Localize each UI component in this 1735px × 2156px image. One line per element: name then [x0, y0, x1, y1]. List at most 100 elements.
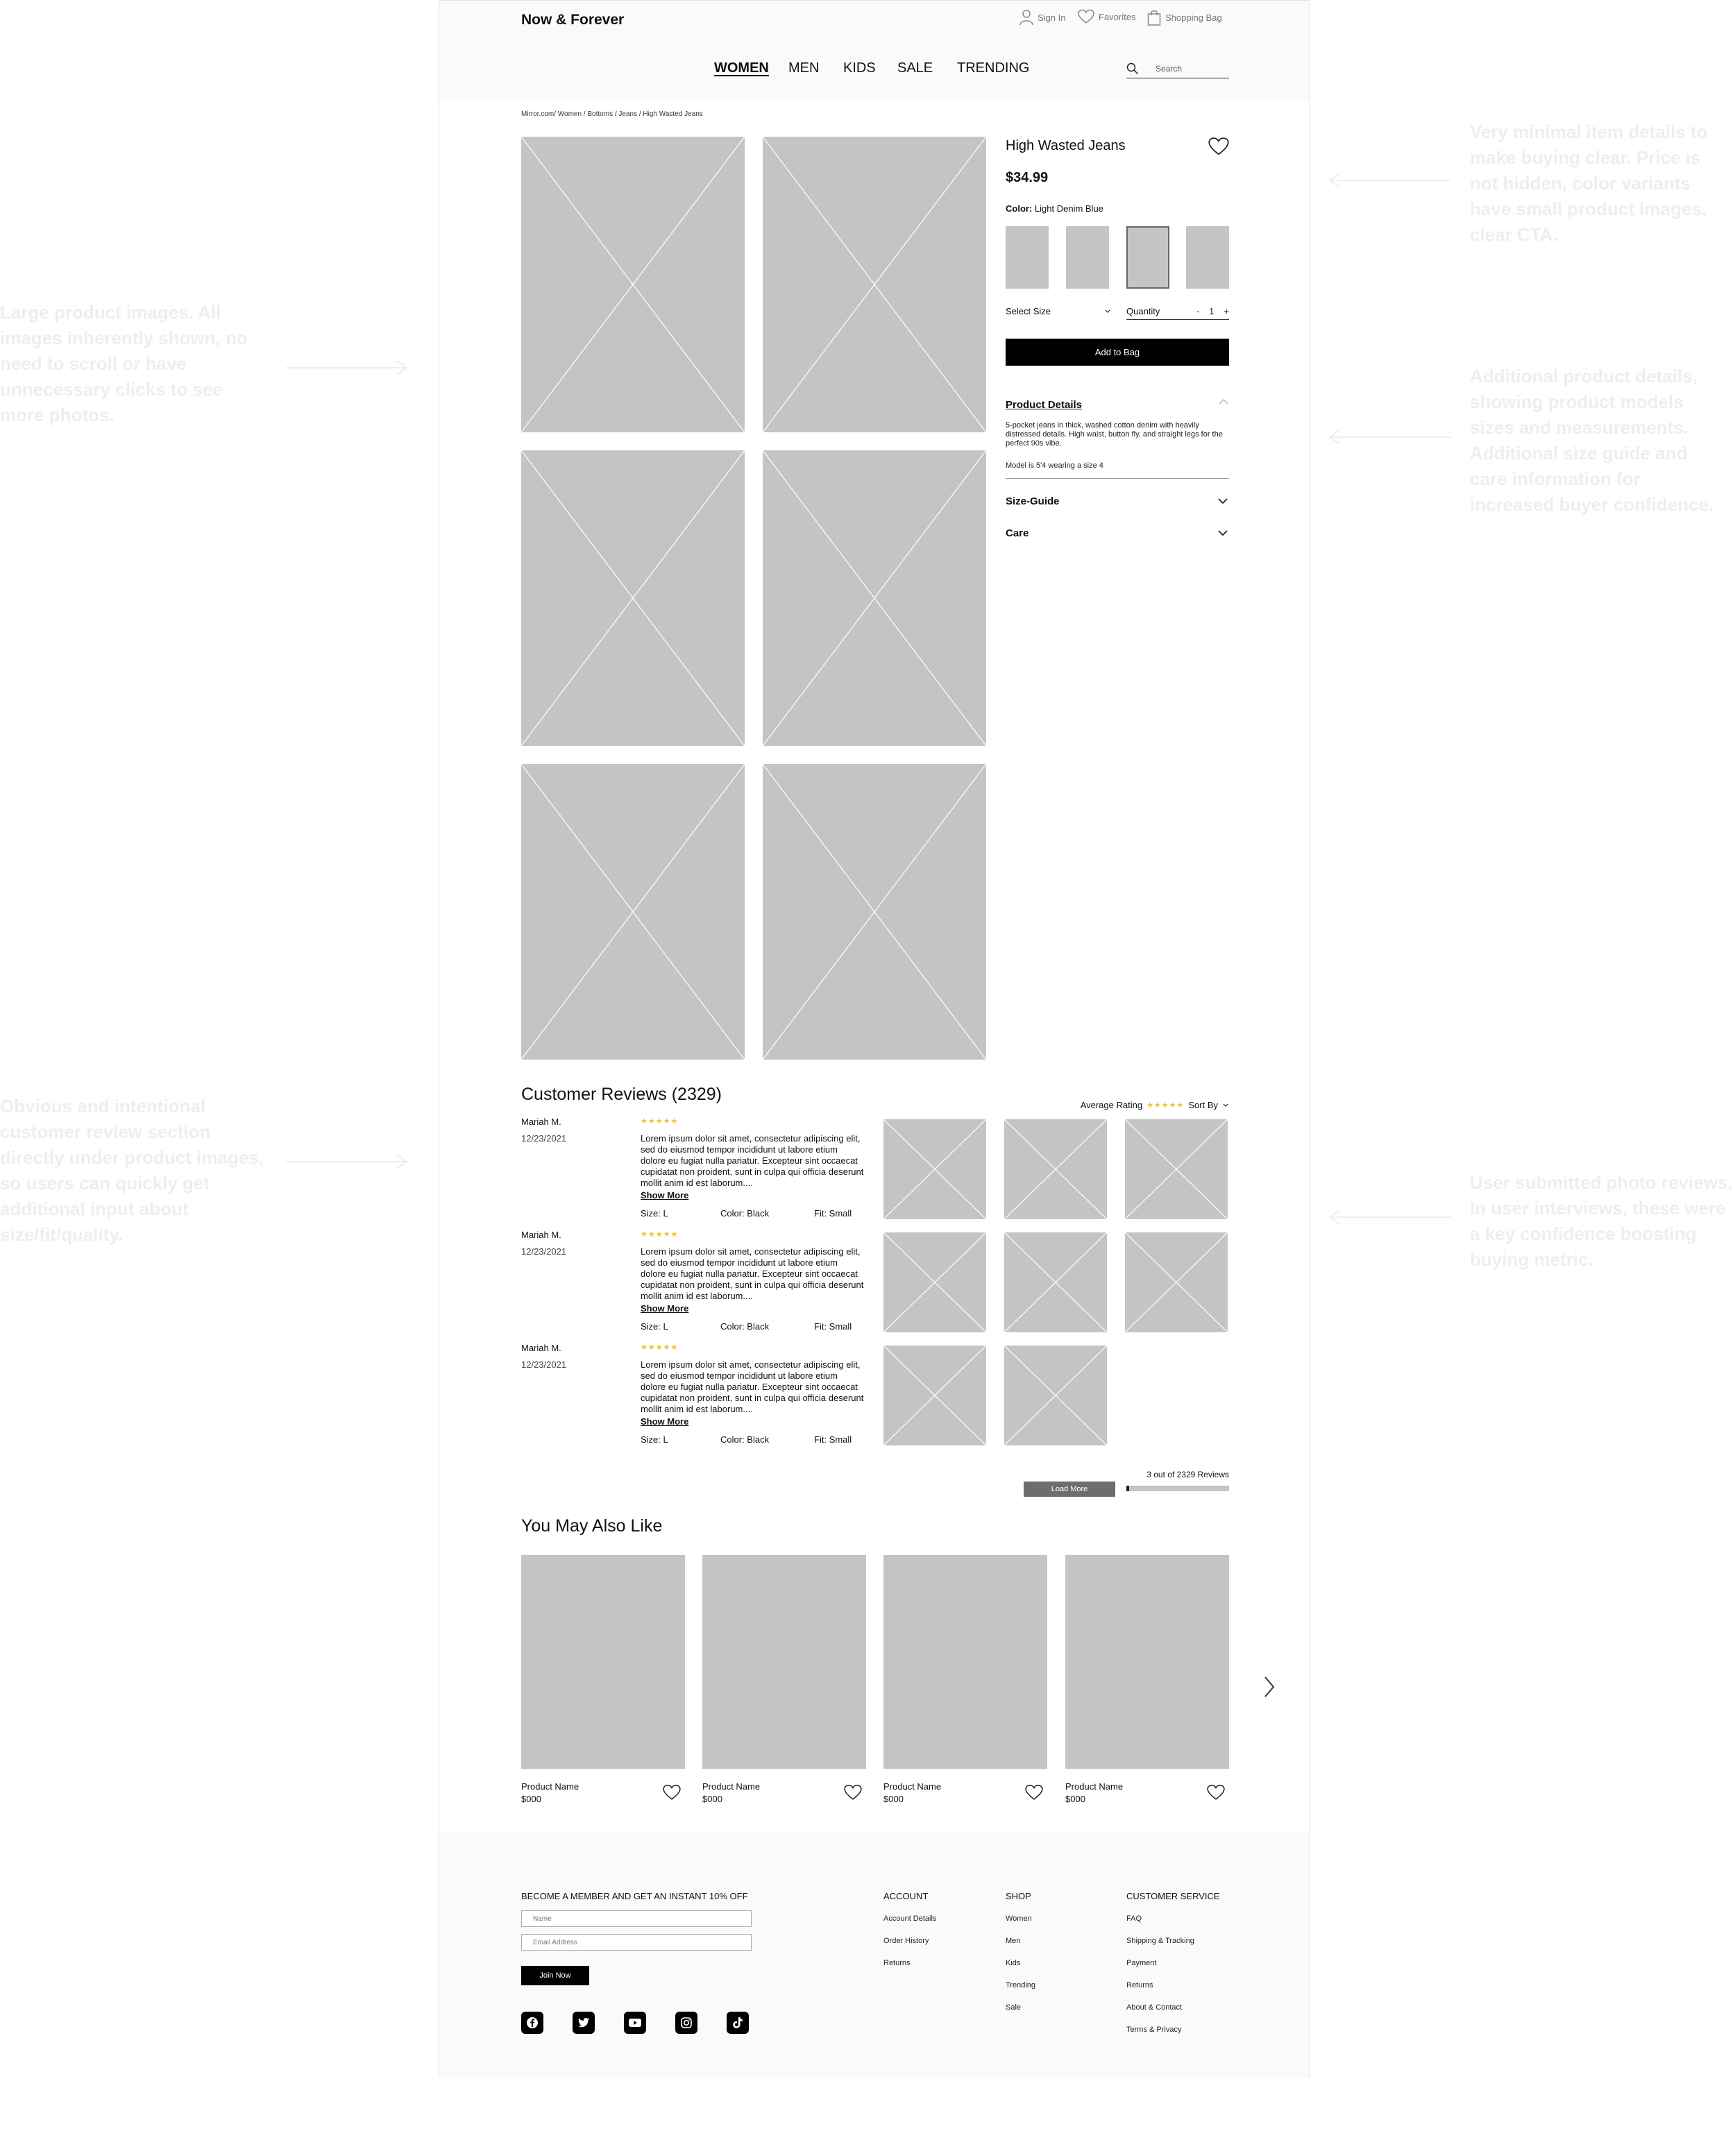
product-card-image[interactable] — [521, 1555, 685, 1769]
sort-by-dropdown[interactable]: Sort By — [1188, 1100, 1229, 1110]
quantity-value: 1 — [1209, 306, 1214, 316]
product-image[interactable] — [521, 137, 745, 432]
footer-link-about[interactable]: About & Contact — [1126, 2003, 1183, 2012]
site-logo[interactable]: Now & Forever — [521, 12, 625, 28]
footer-link-faq[interactable]: FAQ — [1126, 1915, 1142, 1923]
product-image[interactable] — [763, 450, 986, 746]
heart-icon[interactable] — [844, 1784, 862, 1801]
youtube-icon[interactable] — [624, 2012, 646, 2034]
facebook-icon[interactable] — [521, 2012, 543, 2034]
chevron-right-icon[interactable] — [1261, 1674, 1278, 1699]
quantity-minus-button[interactable]: - — [1196, 306, 1200, 316]
also-like-title: You May Also Like — [521, 1516, 663, 1536]
product-card-image[interactable] — [1065, 1555, 1229, 1769]
product-image[interactable] — [521, 450, 745, 746]
add-to-bag-button[interactable]: Add to Bag — [1006, 339, 1229, 366]
review-photo[interactable] — [1004, 1346, 1107, 1445]
review-photo[interactable] — [883, 1119, 986, 1219]
review-photo[interactable] — [1004, 1232, 1107, 1332]
instagram-icon[interactable] — [675, 2012, 697, 2034]
quantity-stepper[interactable]: Quantity - 1 + — [1126, 306, 1229, 320]
nav-men[interactable]: MEN — [788, 60, 820, 76]
color-swatch-selected[interactable] — [1126, 226, 1169, 289]
favorites-link[interactable]: Favorites — [1078, 9, 1135, 24]
product-card-name[interactable]: Product Name — [702, 1781, 761, 1792]
sign-in-link[interactable]: Sign In — [1019, 9, 1065, 26]
search-bar[interactable]: Search — [1126, 59, 1229, 78]
arrow-left-icon — [1328, 173, 1450, 187]
color-label: Color: — [1006, 203, 1033, 214]
size-select[interactable]: Select Size — [1006, 306, 1111, 321]
favorite-heart-icon[interactable] — [1208, 137, 1229, 156]
heart-icon[interactable] — [663, 1784, 681, 1801]
review-stars: ★★★★★ — [641, 1230, 679, 1239]
footer-link-shipping[interactable]: Shipping & Tracking — [1126, 1937, 1194, 1945]
nav-sale[interactable]: SALE — [897, 60, 933, 76]
model-size-text: Model is 5'4 wearing a size 4 — [1006, 461, 1103, 470]
nav-trending[interactable]: TRENDING — [957, 60, 1030, 76]
show-more-link[interactable]: Show More — [641, 1303, 689, 1314]
tiktok-icon[interactable] — [727, 2012, 749, 2034]
product-card-image[interactable] — [702, 1555, 866, 1769]
footer-link-returns[interactable]: Returns — [883, 1959, 911, 1967]
product-image[interactable] — [763, 137, 986, 432]
care-toggle[interactable]: Care — [1006, 527, 1229, 539]
email-input[interactable] — [521, 1934, 752, 1951]
chevron-up-icon[interactable] — [1218, 396, 1229, 407]
average-rating-label: Average Rating — [1080, 1100, 1143, 1110]
product-details-toggle[interactable]: Product Details — [1006, 399, 1229, 411]
color-swatch[interactable] — [1006, 226, 1049, 289]
heart-icon[interactable] — [1025, 1784, 1043, 1801]
product-card-price: $000 — [1065, 1794, 1085, 1804]
load-more-button[interactable]: Load More — [1024, 1482, 1115, 1497]
member-title: BECOME A MEMBER AND GET AN INSTANT 10% O… — [521, 1891, 748, 1901]
nav-women[interactable]: WOMEN — [714, 60, 769, 76]
review-date: 12/23/2021 — [521, 1246, 567, 1257]
breadcrumb[interactable]: Mirror.com/ Women / Bottoms / Jeans / Hi… — [521, 110, 703, 118]
reviewer-name: Mariah M. — [521, 1117, 561, 1127]
footer-link-terms[interactable]: Terms & Privacy — [1126, 2026, 1182, 2034]
product-image[interactable] — [521, 764, 745, 1060]
heart-icon[interactable] — [1207, 1784, 1225, 1801]
size-guide-toggle[interactable]: Size-Guide — [1006, 495, 1229, 507]
reviews-title: Customer Reviews (2329) — [521, 1085, 722, 1104]
review-photo[interactable] — [1125, 1119, 1228, 1219]
footer-link-payment[interactable]: Payment — [1126, 1959, 1157, 1967]
review-photo[interactable] — [1125, 1232, 1228, 1332]
product-card-name[interactable]: Product Name — [883, 1781, 942, 1792]
join-now-button[interactable]: Join Now — [521, 1966, 589, 1985]
footer-link-order-history[interactable]: Order History — [883, 1937, 929, 1945]
product-image[interactable] — [763, 764, 986, 1060]
nav-kids[interactable]: KIDS — [843, 60, 876, 76]
footer-link-kids[interactable]: Kids — [1006, 1959, 1021, 1967]
color-swatch[interactable] — [1066, 226, 1109, 289]
review-photo[interactable] — [883, 1346, 986, 1445]
size-select-label: Select Size — [1006, 306, 1051, 316]
arrow-left-icon — [1328, 1210, 1450, 1224]
review-fit: Fit: Small — [814, 1208, 852, 1219]
review-color: Color: Black — [720, 1434, 770, 1445]
sort-by-label: Sort By — [1188, 1100, 1218, 1110]
footer-link-men[interactable]: Men — [1006, 1937, 1021, 1945]
footer-link-account-details[interactable]: Account Details — [883, 1915, 937, 1923]
show-more-link[interactable]: Show More — [641, 1190, 689, 1200]
name-input[interactable] — [521, 1910, 752, 1927]
footer-link-sale[interactable]: Sale — [1006, 2003, 1022, 2012]
review-photo[interactable] — [1004, 1119, 1107, 1219]
twitter-icon[interactable] — [573, 2012, 595, 2034]
product-card-image[interactable] — [883, 1555, 1047, 1769]
footer-link-trending[interactable]: Trending — [1006, 1981, 1036, 1989]
annotation-left-reviews: Obvious and intentional customer review … — [0, 1096, 264, 1245]
footer-link-women[interactable]: Women — [1006, 1915, 1032, 1923]
product-details-title: Product Details — [1006, 399, 1083, 411]
product-card-name[interactable]: Product Name — [1065, 1781, 1124, 1792]
product-card-name[interactable]: Product Name — [521, 1781, 579, 1792]
footer-link-returns[interactable]: Returns — [1126, 1981, 1153, 1989]
shopping-bag-link[interactable]: Shopping Bag — [1147, 9, 1222, 26]
color-swatch[interactable] — [1186, 226, 1229, 289]
review-photo[interactable] — [883, 1232, 986, 1332]
quantity-plus-button[interactable]: + — [1224, 306, 1229, 316]
reviews-toolbar: Average Rating ★★★★★ Sort By — [1064, 1100, 1229, 1110]
show-more-link[interactable]: Show More — [641, 1416, 689, 1427]
chevron-down-icon — [1218, 498, 1228, 504]
